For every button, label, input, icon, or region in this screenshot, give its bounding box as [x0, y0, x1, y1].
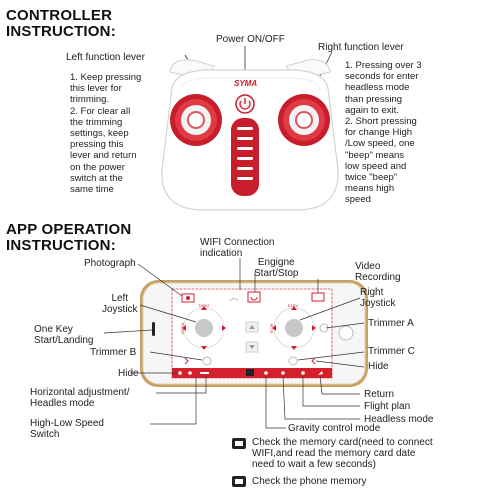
memory-card-note-line2: WIFI,and read the memory card date [252, 448, 416, 459]
speed-switch-label-line1: High-Low Speed [30, 418, 104, 429]
right-instr-line: for change High [345, 127, 413, 139]
right-instr-line: again to exit. [345, 104, 399, 116]
screen-elev-label: ELEV [288, 303, 299, 308]
speed-switch-label: High-Low Speed Switch [30, 418, 104, 440]
left-instr-line: switch at the [70, 172, 123, 184]
video-label-line1: Video [355, 261, 381, 272]
phone-memory-note: Check the phone memory [252, 476, 367, 487]
left-joystick-label: Left Joystick [102, 293, 138, 315]
speed-switch-label-line2: Switch [30, 429, 60, 440]
left-joystick-label-line1: Left [111, 293, 129, 304]
controller-title-line2: INSTRUCTION: [6, 23, 116, 40]
wifi-label: WIFI Connection indication [200, 237, 274, 259]
screen-alle-label: ALLE [269, 323, 275, 334]
hide-right-label: Hide [368, 361, 389, 372]
video-label: Video Recording [355, 261, 401, 283]
video-label-line2: Recording [355, 272, 401, 283]
screen-thro-label: THRO [198, 303, 210, 308]
right-instr-line: /Low speed, one [345, 138, 415, 150]
left-instr-line: lever and return [70, 150, 137, 162]
one-key-label-line1: One Key [34, 324, 73, 335]
left-instr-line: settings, keep [70, 128, 129, 140]
memory-card-note: Check the memory card(need to connect WI… [252, 437, 433, 470]
right-instr-line: speed [345, 194, 371, 206]
right-instr-line: headless mode [345, 82, 410, 94]
right-instr-line: means high [345, 183, 395, 195]
left-instr-line: this lever for [70, 83, 122, 95]
right-lever-label: Right function lever [318, 42, 404, 53]
screen-rudd-label: RUDD [180, 322, 186, 335]
horizontal-adjust-label-line1: Horizontal adjustment/ [30, 387, 130, 398]
trimmer-a-label: Trimmer A [368, 318, 414, 329]
one-key-label: One Key Start/Landing [34, 324, 94, 346]
horizontal-adjust-label-line2: Headles mode [30, 398, 95, 409]
right-instr-line: 2. Short pressing [345, 116, 417, 128]
memory-card-note-line1: Check the memory card(need to connect [252, 437, 433, 448]
memory-card-icon [232, 438, 246, 449]
left-instr-line: same time [70, 184, 114, 196]
left-instr-line: 2. For clear all [70, 105, 131, 117]
hide-left-label: Hide [118, 368, 139, 379]
wifi-label-line1: WIFI Connection [200, 237, 275, 248]
engine-label: Engigne Start/Stop [254, 257, 298, 279]
controller-title-line1: CONTROLLER [6, 7, 113, 24]
horizontal-adjust-label: Horizontal adjustment/ Headles mode [30, 387, 130, 409]
trimmer-b-label: Trimmer B [90, 347, 137, 358]
app-title-line1: APP OPERATION [6, 221, 132, 238]
right-instr-line: "beep" means [345, 149, 405, 161]
right-joystick-label-line2: Joystick [360, 298, 396, 309]
app-title: APP OPERATION INSTRUCTION: [6, 222, 131, 254]
right-instr-line: seconds for enter [345, 71, 419, 83]
return-label: Return [364, 389, 395, 400]
left-instr-line: the trimming [70, 116, 123, 128]
gravity-control-label: Gravity control mode [288, 423, 381, 434]
phone-memory-icon [232, 476, 246, 487]
one-key-label-line2: Start/Landing [34, 335, 94, 346]
left-instr-line: trimming. [70, 94, 110, 106]
brand-logo: SYMA [234, 79, 258, 88]
right-joystick-label-line1: Right [360, 287, 384, 298]
right-joystick-label: Right Joystick [360, 287, 396, 309]
left-instr-line: 1. Keep pressing [70, 72, 142, 83]
controller-title: CONTROLLER INSTRUCTION: [6, 8, 116, 40]
left-instr-line: on the power [70, 161, 125, 173]
left-joystick-label-line2: Joystick [102, 304, 138, 315]
power-label: Power ON/OFF [216, 34, 285, 45]
engine-label-line2: Start/Stop [254, 268, 299, 279]
memory-card-note-line3: need to wait a few seconds) [252, 459, 376, 470]
app-title-line2: INSTRUCTION: [6, 237, 116, 254]
headless-mode-label: Headless mode [364, 414, 434, 425]
wifi-label-line2: indication [200, 248, 243, 259]
left-lever-instructions: 1. Keep pressing this lever for trimming… [70, 72, 165, 195]
right-instr-line: twice "beep" [345, 172, 398, 184]
left-lever-label: Left function lever [66, 52, 145, 63]
left-instr-line: pressing this [70, 139, 124, 151]
right-lever-instructions: 1. Pressing over 3 seconds for enter hea… [345, 60, 445, 206]
flight-plan-label: Flight plan [364, 401, 411, 412]
photograph-label: Photograph [84, 258, 136, 269]
right-instr-line: 1. Pressing over 3 [345, 60, 422, 71]
engine-label-line1: Engigne [257, 257, 295, 268]
right-instr-line: than pressing [345, 93, 403, 105]
trimmer-c-label: Trimmer C [368, 346, 415, 357]
right-instr-line: low speed and [345, 160, 407, 172]
